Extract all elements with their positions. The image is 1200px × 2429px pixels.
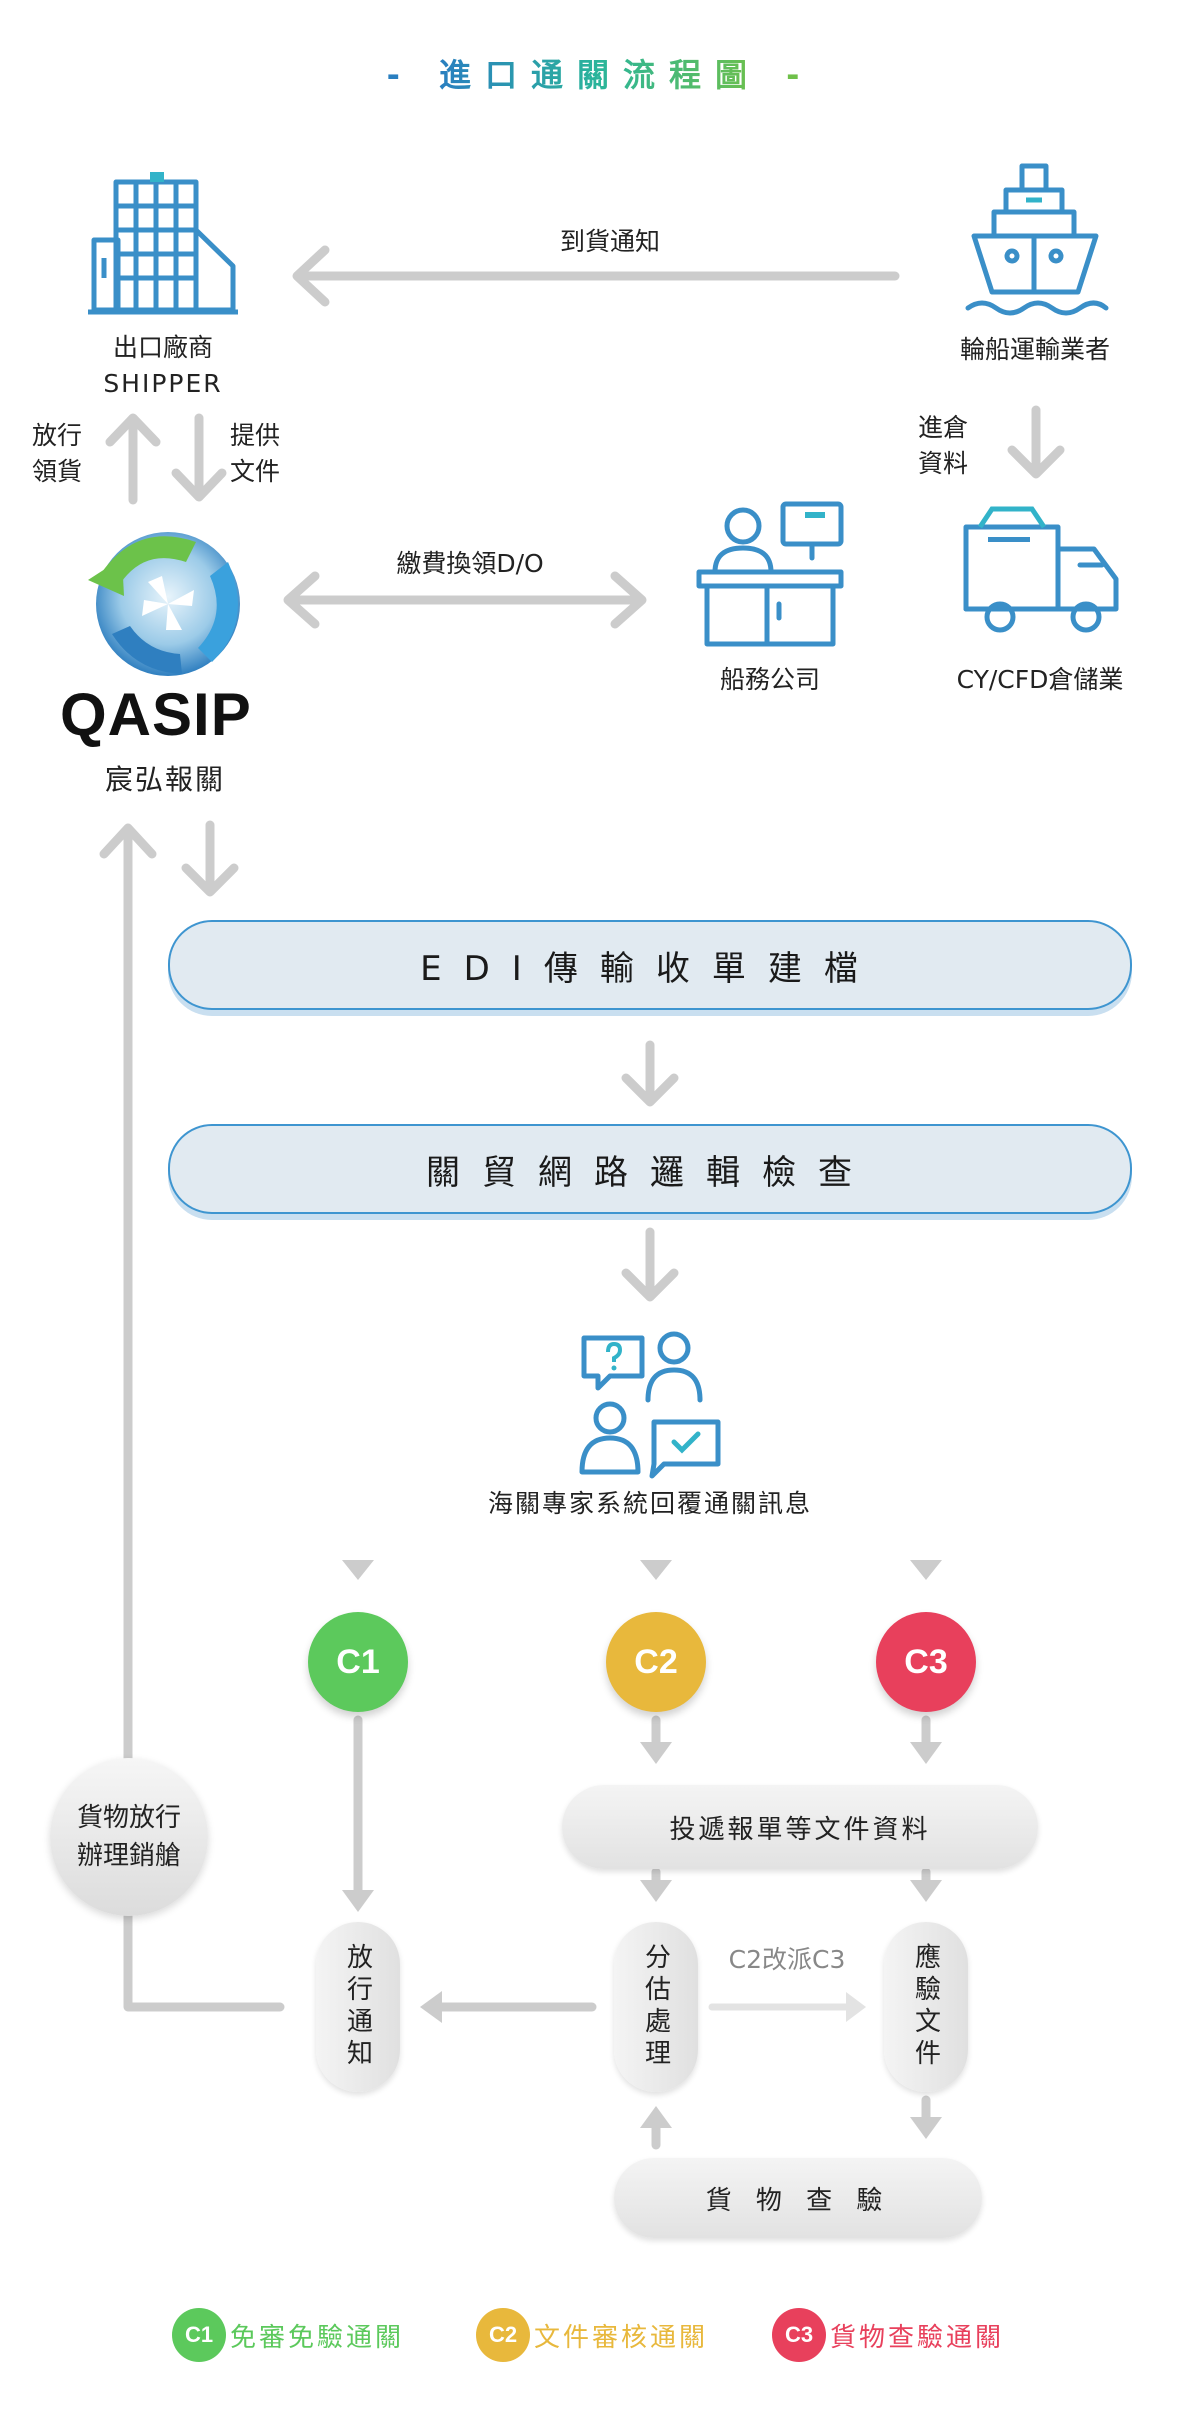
step-cargo-inspection: 貨 物 查 驗 <box>614 2158 982 2238</box>
provide-docs-line1: 提供 <box>230 421 281 450</box>
step-release-warehouse: 貨物放行 辦理銷艙 <box>50 1758 208 1916</box>
release-warehouse-line1: 貨物放行 <box>76 1803 181 1833</box>
pay-do-label: 繳費換領D/O <box>396 549 544 578</box>
release-warehouse-line2: 辦理銷艙 <box>76 1841 181 1871</box>
c2-to-c3-label: C2改派C3 <box>728 1945 846 1974</box>
arrival-notice-label: 到貨通知 <box>559 227 660 256</box>
channel-c1-badge: C1 <box>308 1612 408 1712</box>
legend-c3: C3 貨物查驗通關 <box>772 2308 1004 2362</box>
ship-icon <box>965 163 1109 316</box>
release-pickup-line2: 領貨 <box>32 457 83 486</box>
release-pickup-line1: 放行 <box>32 421 83 450</box>
page-title: - 進口通關流程圖 - <box>0 50 1200 96</box>
step-edi: EDI傳輸收單建檔 <box>168 920 1132 1010</box>
legend-c2: C2 文件審核通關 <box>476 2308 708 2362</box>
reception-desk-icon <box>696 501 844 647</box>
warehouse-data-line1: 進倉 <box>918 413 969 442</box>
shipper-label-en: SHIPPER <box>103 369 223 398</box>
release-pickup-label: 放行 領貨 <box>32 418 82 490</box>
provide-docs-line2: 文件 <box>230 457 281 486</box>
step-inspection-docs: 應驗文件 <box>884 1922 968 2092</box>
channel-c2-badge: C2 <box>606 1612 706 1712</box>
consultation-icon <box>579 1331 721 1479</box>
legend-c1-label: 免審免驗通關 <box>230 2322 405 2353</box>
qasip-logo-text: QASIP <box>60 681 252 748</box>
title-dash-left: - <box>386 56 414 94</box>
arrow-return-to-broker <box>123 825 285 2012</box>
warehouse-data-line2: 資料 <box>918 449 969 478</box>
legend-c1-badge: C1 <box>172 2308 226 2362</box>
qasip-logo-icon <box>88 532 240 676</box>
title-text: 進口通關流程圖 <box>438 56 761 94</box>
customs-expert-label: 海關專家系統回覆通關訊息 <box>487 1489 812 1518</box>
warehouse-data-label: 進倉 資料 <box>918 410 968 482</box>
warehouse-label: CY/CFD倉儲業 <box>956 665 1124 694</box>
shipping-agent-label: 船務公司 <box>719 665 820 694</box>
shipper-label: 出口廠商 SHIPPER <box>88 330 238 402</box>
channel-c3-badge: C3 <box>876 1612 976 1712</box>
step-release-notice: 放行通知 <box>316 1922 400 2092</box>
step-submit-docs: 投遞報單等文件資料 <box>562 1785 1038 1869</box>
truck-icon <box>963 506 1119 633</box>
shipper-label-zh: 出口廠商 <box>112 333 213 362</box>
legend-c3-label: 貨物查驗通關 <box>830 2322 1005 2353</box>
legend-c2-label: 文件審核通關 <box>534 2322 709 2353</box>
step-assessment: 分估處理 <box>614 1922 698 2092</box>
step-logic-check: 關貿網路邏輯檢查 <box>168 1124 1132 1214</box>
building-icon <box>88 172 238 315</box>
carrier-label: 輪船運輸業者 <box>959 335 1110 364</box>
legend-c1: C1 免審免驗通關 <box>172 2308 404 2362</box>
legend-c2-badge: C2 <box>476 2308 530 2362</box>
legend-c3-badge: C3 <box>772 2308 826 2362</box>
title-dash-right: - <box>786 56 814 94</box>
provide-docs-label: 提供 文件 <box>230 418 280 490</box>
broker-label: 宸弘報關 <box>104 763 225 796</box>
